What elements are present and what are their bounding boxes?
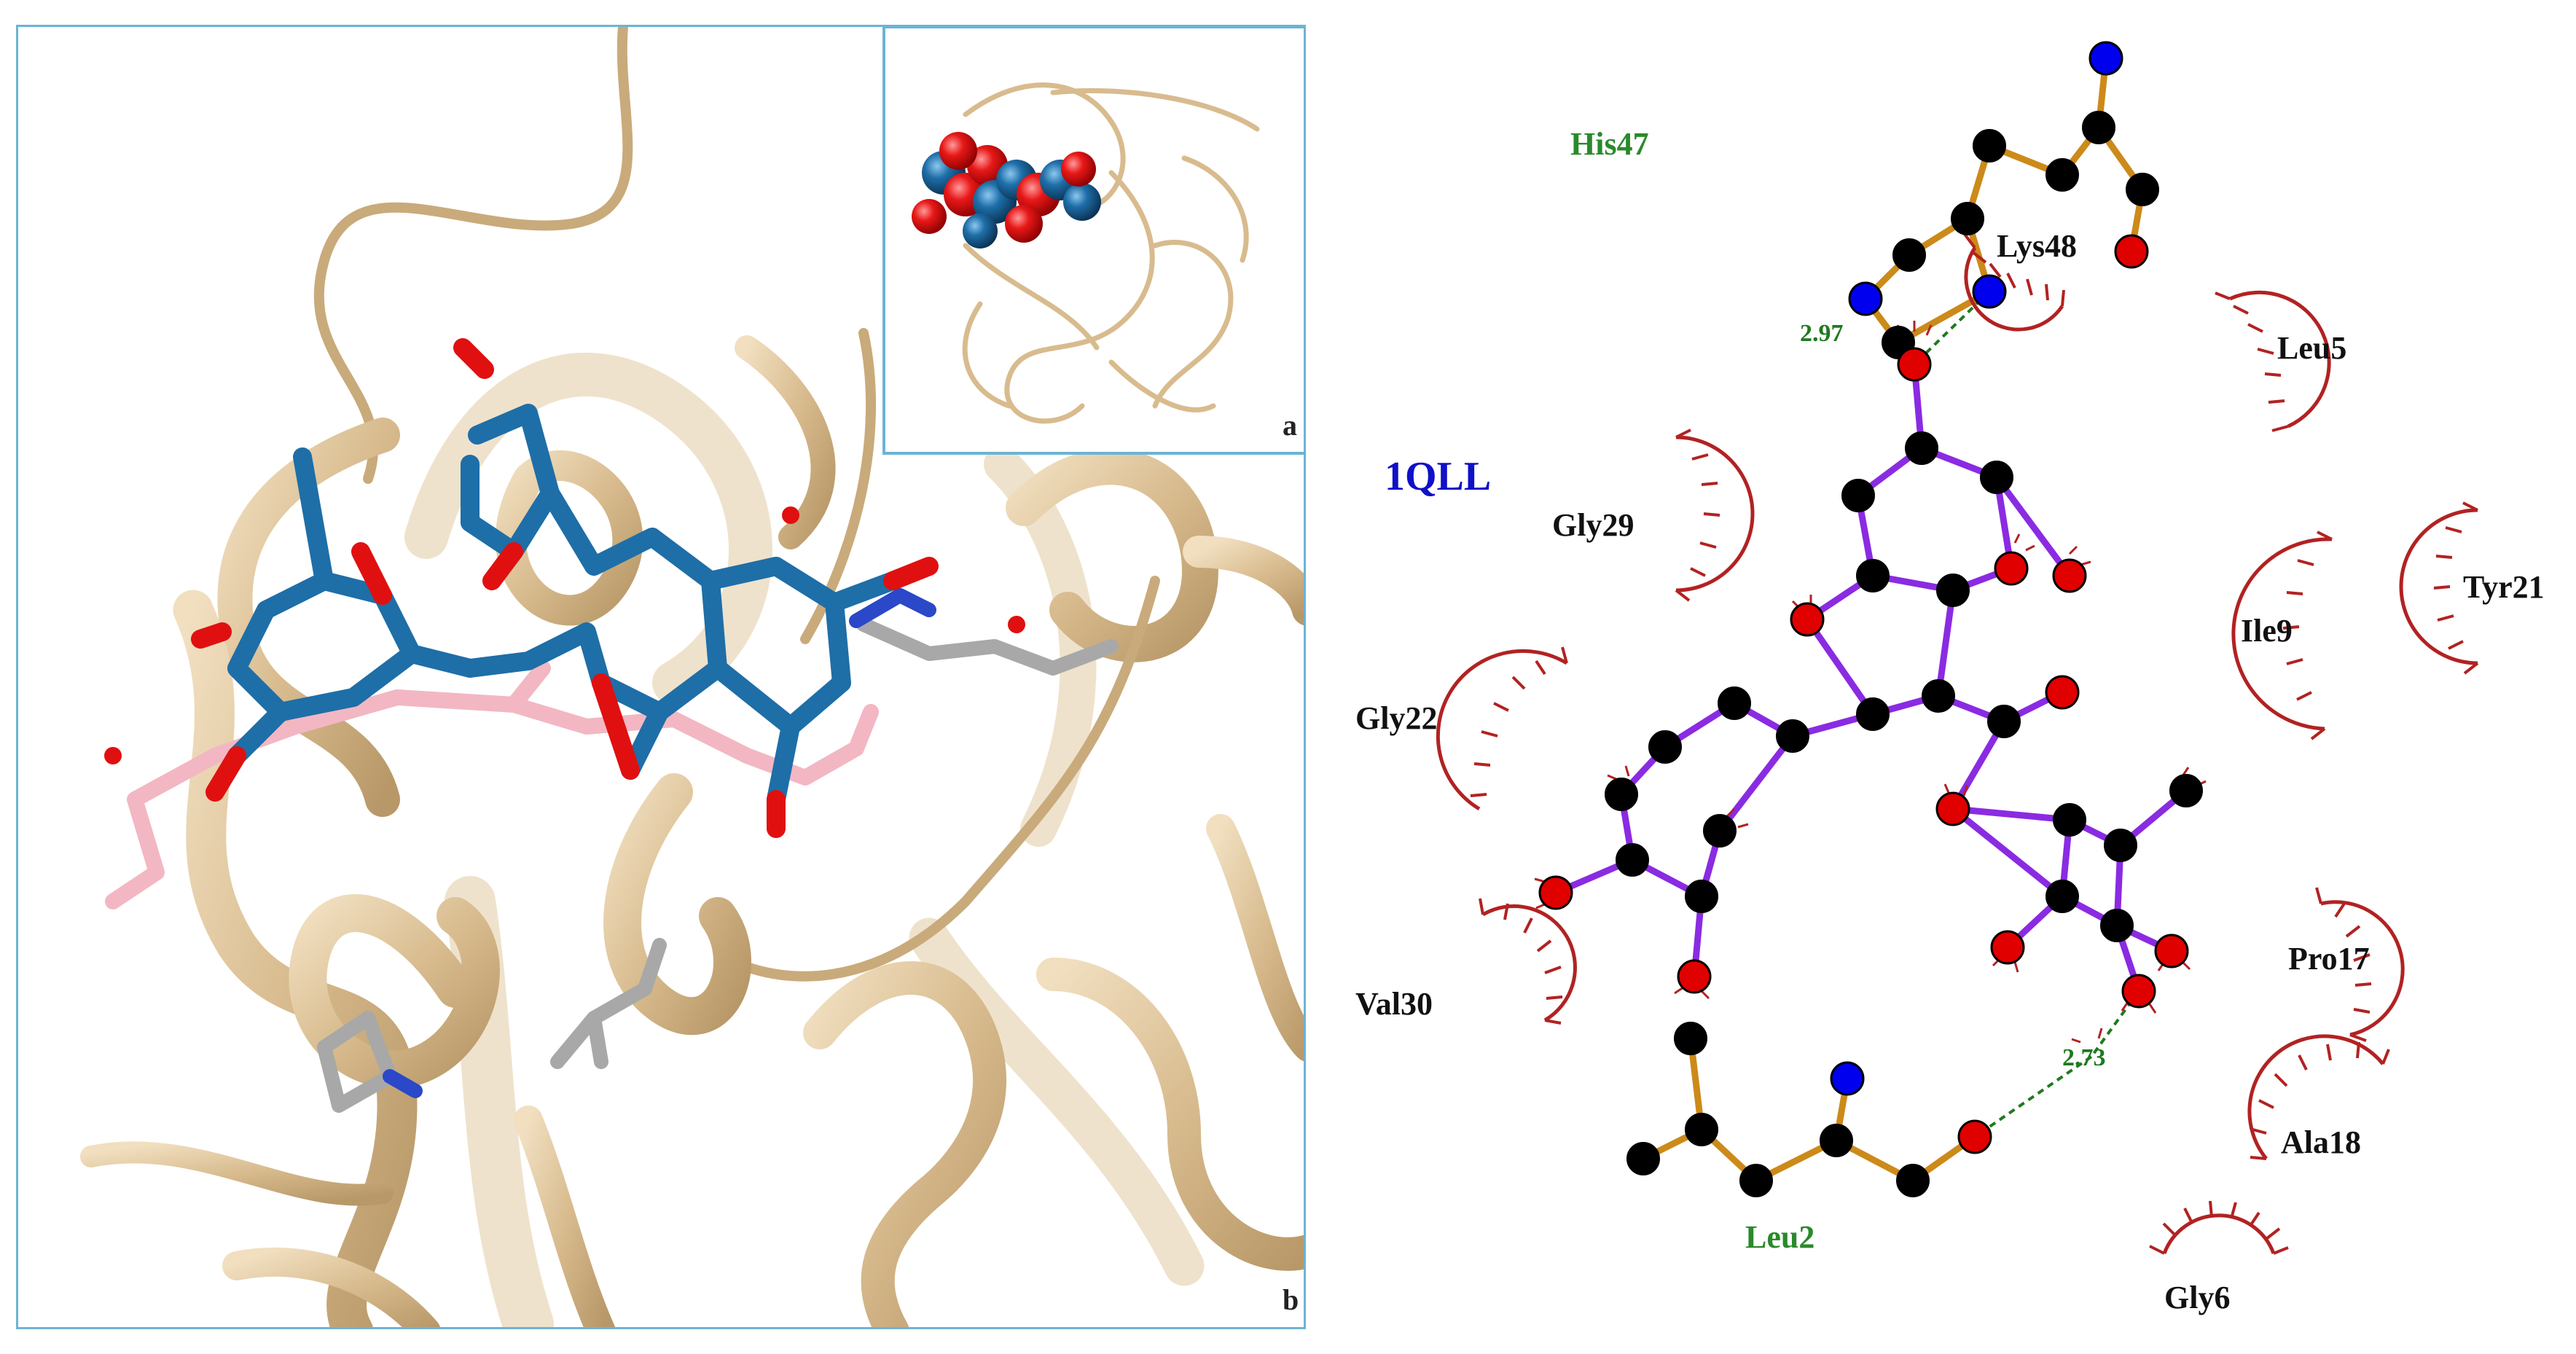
arc-ala18 bbox=[2247, 1034, 2390, 1160]
inset-box: a bbox=[882, 27, 1304, 455]
alt-ligand bbox=[105, 660, 879, 909]
ligand-sticks bbox=[227, 404, 902, 809]
residue-label-tyr21: Tyr21 bbox=[2463, 569, 2545, 605]
residue-label-gly29: Gly29 bbox=[1552, 507, 1634, 543]
ligand-bonds bbox=[1552, 361, 2190, 995]
arc-tyr21 bbox=[2399, 501, 2479, 675]
main-label: b bbox=[1283, 1283, 1299, 1316]
atoms-oxygen bbox=[1538, 234, 2189, 1154]
arc-val30 bbox=[1479, 898, 1577, 1025]
atoms-carbon bbox=[1605, 111, 2203, 1197]
hbond-distance-label: 2.73 bbox=[2062, 1044, 2106, 1071]
hydrogen-bonds bbox=[1913, 290, 2140, 1138]
arc-leu5 bbox=[2215, 290, 2331, 432]
inset-label: a bbox=[1283, 409, 1297, 442]
arc-gly6 bbox=[2149, 1200, 2289, 1255]
arc-gly22 bbox=[1436, 646, 1568, 811]
residue-label-his47: His47 bbox=[1570, 126, 1649, 162]
residue-label-lys48: Lys48 bbox=[1997, 228, 2077, 264]
residue-label-val30: Val30 bbox=[1355, 986, 1433, 1022]
atoms-nitrogen bbox=[1830, 41, 2123, 1096]
residue-label-leu5: Leu5 bbox=[2277, 330, 2346, 366]
side-chains bbox=[317, 588, 1119, 1113]
hydrophobic-arcs bbox=[1436, 232, 2479, 1255]
water-molecules bbox=[104, 506, 1025, 764]
residue-bonds bbox=[1640, 55, 2146, 1184]
pdb-id-label: 1QLL bbox=[1385, 454, 1491, 499]
residue-label-leu2: Leu2 bbox=[1745, 1219, 1814, 1255]
arc-ile9 bbox=[2231, 531, 2333, 740]
residue-label-ile9: Ile9 bbox=[2241, 613, 2293, 649]
ligplot-diagram: 1QLL 2.97 2.73 His47 Leu2 Lys48 Leu5 Gly… bbox=[1355, 41, 2545, 1315]
residue-label-gly6: Gly6 bbox=[2164, 1280, 2230, 1315]
ligplot-panel: 1QLL 2.97 2.73 His47 Leu2 Lys48 Leu5 Gly… bbox=[1334, 0, 2576, 1350]
arc-gly29 bbox=[1675, 428, 1755, 602]
spacefill-ligand bbox=[912, 132, 1101, 249]
protein-ligand-render: a b bbox=[80, 27, 1304, 1327]
hbond-distance-label: 2.97 bbox=[1800, 320, 1844, 347]
residue-label-gly22: Gly22 bbox=[1355, 700, 1437, 736]
residue-label-ala18: Ala18 bbox=[2281, 1124, 2361, 1160]
residue-label-pro17: Pro17 bbox=[2288, 941, 2370, 977]
arc-lys48 bbox=[1962, 232, 2065, 332]
arc-pro17 bbox=[2315, 887, 2405, 1042]
structure-panel: a b bbox=[16, 25, 1306, 1329]
ligand-oxygens bbox=[191, 338, 939, 838]
